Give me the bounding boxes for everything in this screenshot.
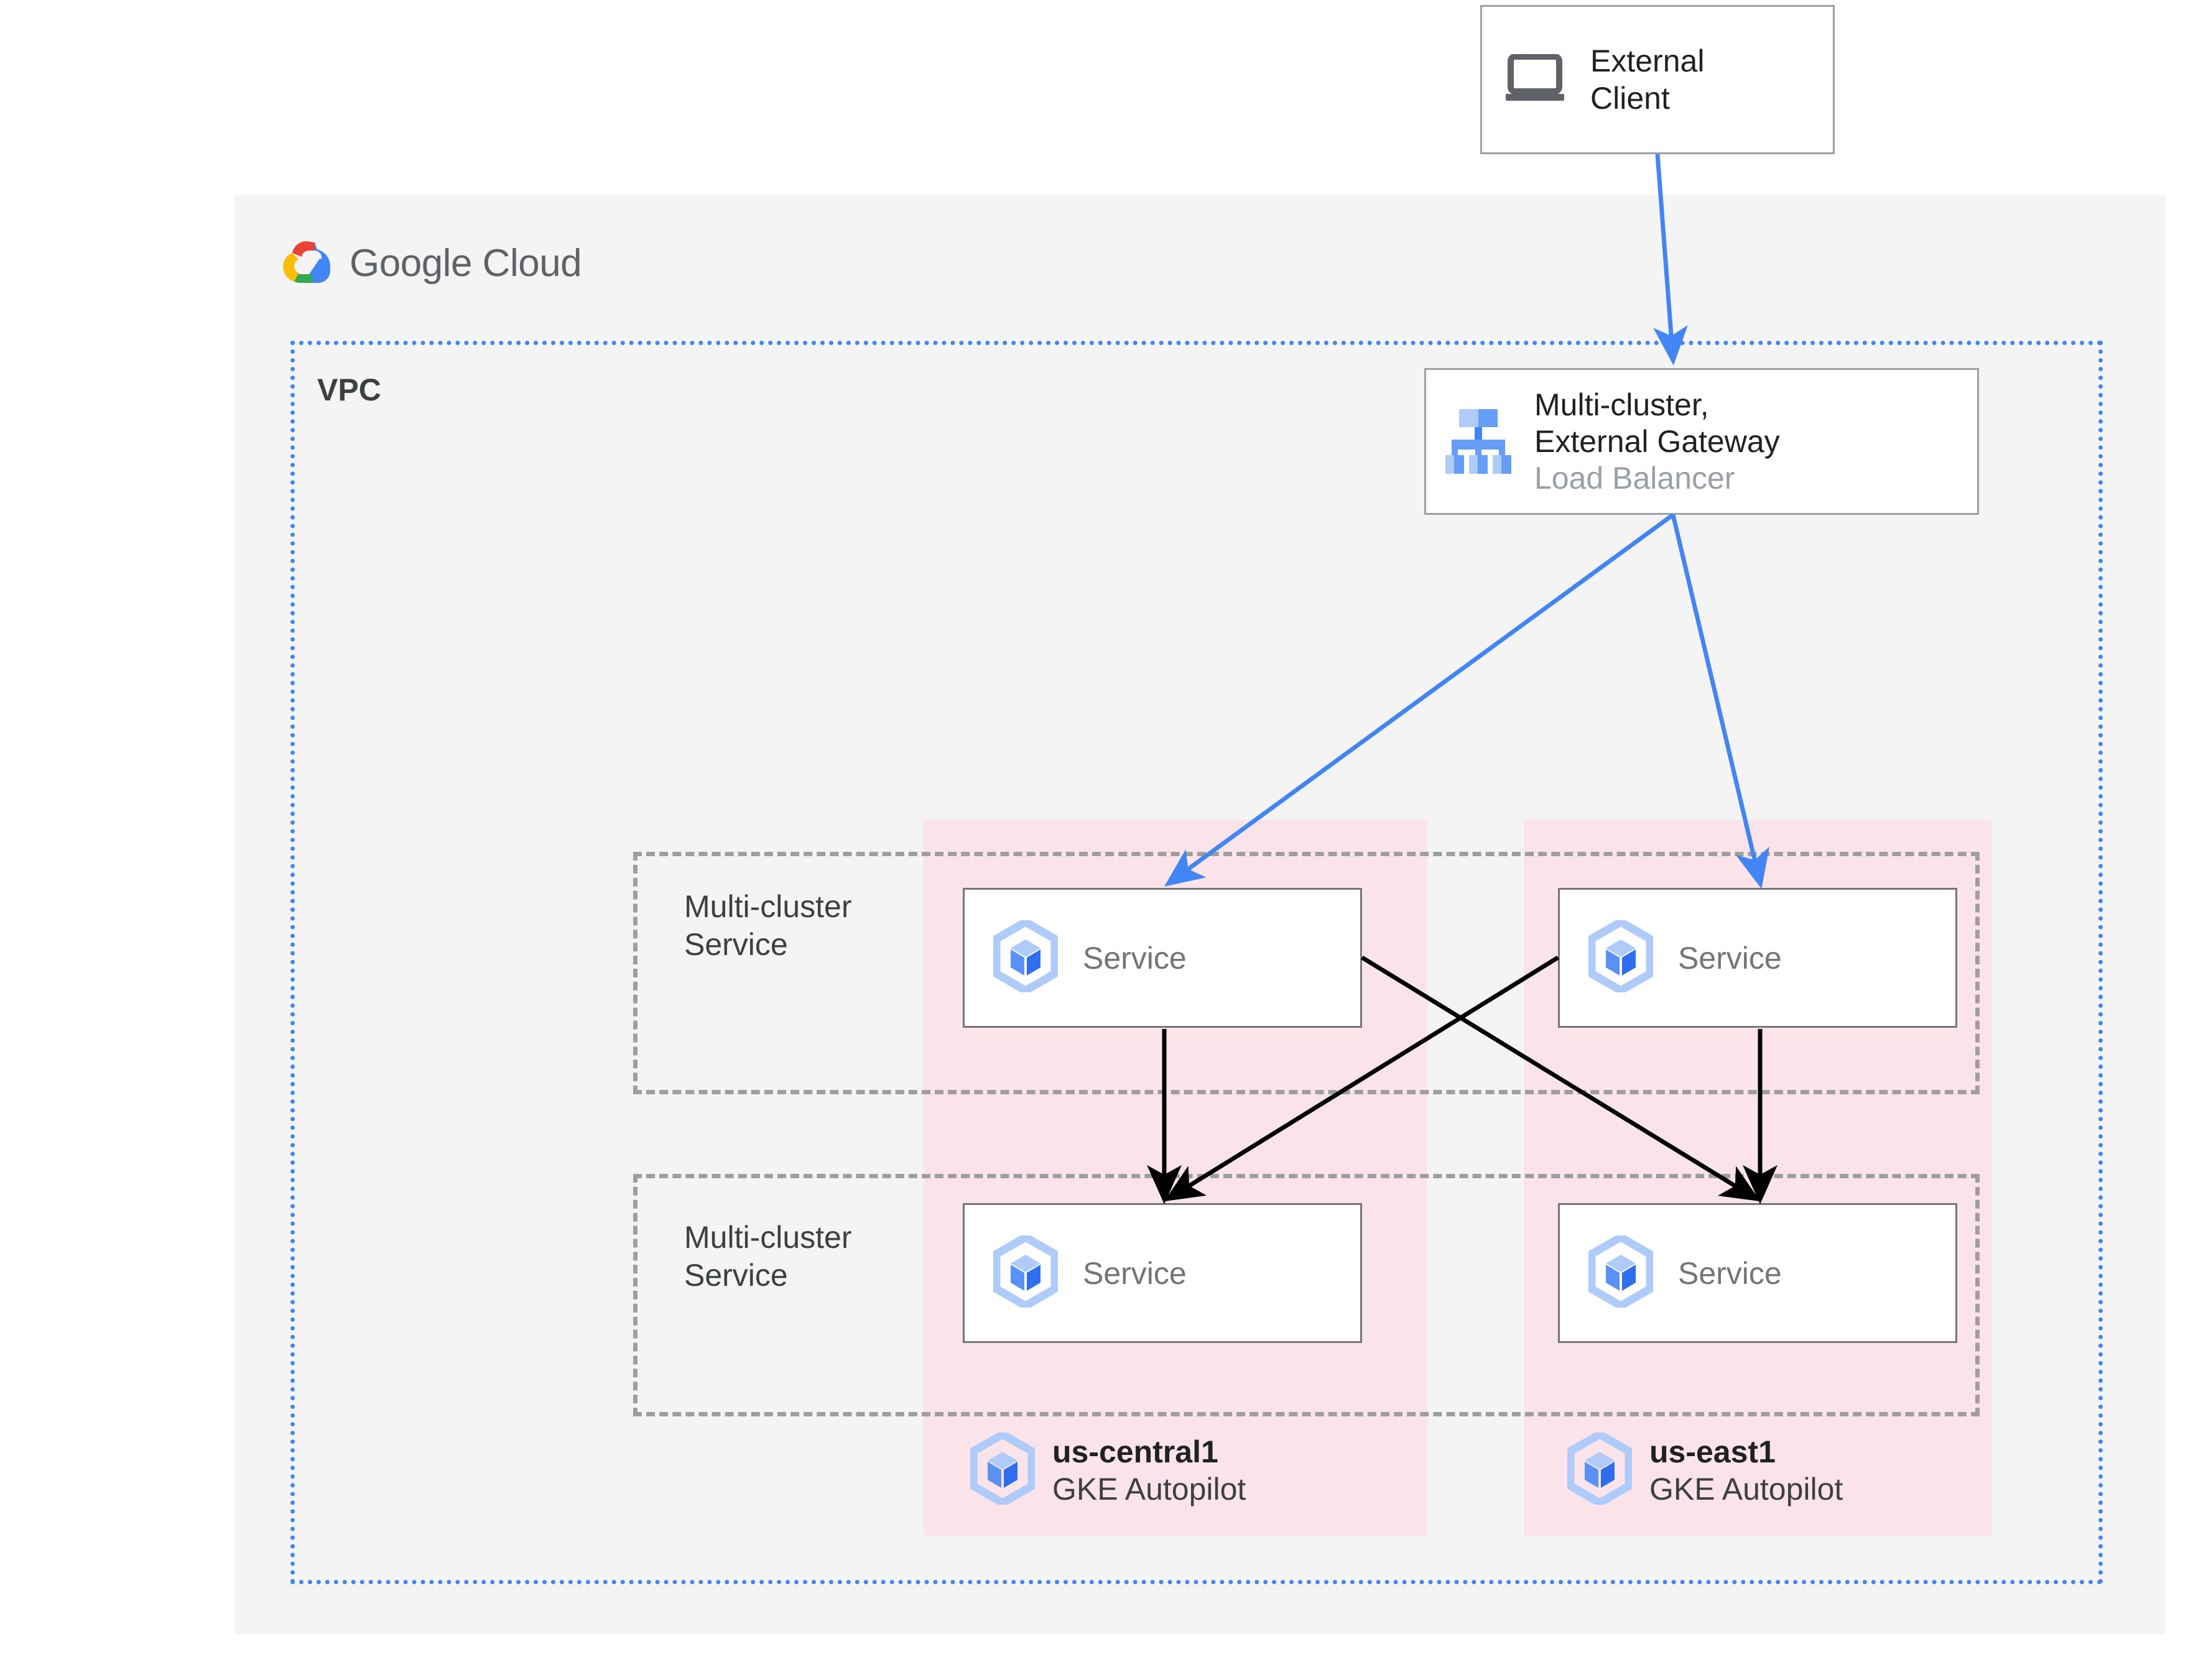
load-balancer-subtitle: External Gateway	[1534, 423, 1780, 459]
google-cloud-wordmark: Google Cloud	[350, 241, 582, 285]
cluster-footer-us-central1: us-central1 GKE Autopilot	[969, 1429, 1246, 1508]
service-box-bottom-left[interactable]: Service	[963, 1203, 1362, 1343]
gke-service-icon	[1587, 1232, 1654, 1311]
service-box-top-right[interactable]: Service	[1558, 888, 1957, 1028]
cluster-region: us-east1	[1649, 1434, 1776, 1469]
gke-cluster-icon	[1566, 1429, 1633, 1508]
load-balancer-text: Multi-cluster, External Gateway Load Bal…	[1534, 387, 1780, 497]
cluster-footer-us-east1: us-east1 GKE Autopilot	[1566, 1429, 1843, 1508]
gke-service-icon	[992, 917, 1059, 995]
external-client-label: External Client	[1590, 42, 1704, 117]
cluster-region: us-central1	[1052, 1434, 1218, 1469]
service-box-bottom-right[interactable]: Service	[1558, 1203, 1957, 1343]
vpc-boundary	[290, 341, 2103, 1584]
multi-cluster-service-label-top: Multi-cluster Service	[684, 888, 851, 964]
cluster-mode: GKE Autopilot	[1649, 1471, 1843, 1507]
brand-cloud: Cloud	[482, 241, 582, 285]
external-client-line1: External	[1590, 44, 1705, 78]
external-client-line2: Client	[1590, 81, 1670, 116]
laptop-icon	[1504, 53, 1569, 106]
external-client-box[interactable]: External Client	[1480, 5, 1835, 154]
mcs-bottom-line2: Service	[684, 1258, 788, 1293]
vpc-label: VPC	[317, 372, 381, 407]
google-cloud-logo-icon	[280, 236, 333, 290]
service-box-top-left[interactable]: Service	[963, 888, 1362, 1028]
mcs-bottom-line1: Multi-cluster	[684, 1220, 852, 1255]
gke-cluster-icon	[969, 1429, 1036, 1508]
service-label: Service	[1678, 940, 1782, 976]
gke-service-icon	[992, 1232, 1059, 1311]
service-label: Service	[1083, 1255, 1187, 1291]
load-balancer-type: Load Balancer	[1534, 460, 1735, 496]
cluster-text: us-central1 GKE Autopilot	[1052, 1433, 1246, 1508]
mcs-top-line1: Multi-cluster	[684, 889, 852, 924]
brand-google: Google	[350, 241, 472, 285]
load-balancer-box[interactable]: Multi-cluster, External Gateway Load Bal…	[1424, 368, 1979, 515]
cluster-text: us-east1 GKE Autopilot	[1649, 1433, 1843, 1508]
cluster-mode: GKE Autopilot	[1052, 1471, 1246, 1507]
multi-cluster-service-label-bottom: Multi-cluster Service	[684, 1219, 851, 1295]
service-label: Service	[1678, 1255, 1782, 1291]
service-label: Service	[1083, 940, 1187, 976]
google-cloud-logo: Google Cloud	[280, 229, 715, 297]
load-balancer-icon	[1440, 402, 1517, 482]
load-balancer-title: Multi-cluster,	[1534, 387, 1709, 422]
mcs-top-line2: Service	[684, 927, 788, 962]
gke-service-icon	[1587, 917, 1654, 995]
